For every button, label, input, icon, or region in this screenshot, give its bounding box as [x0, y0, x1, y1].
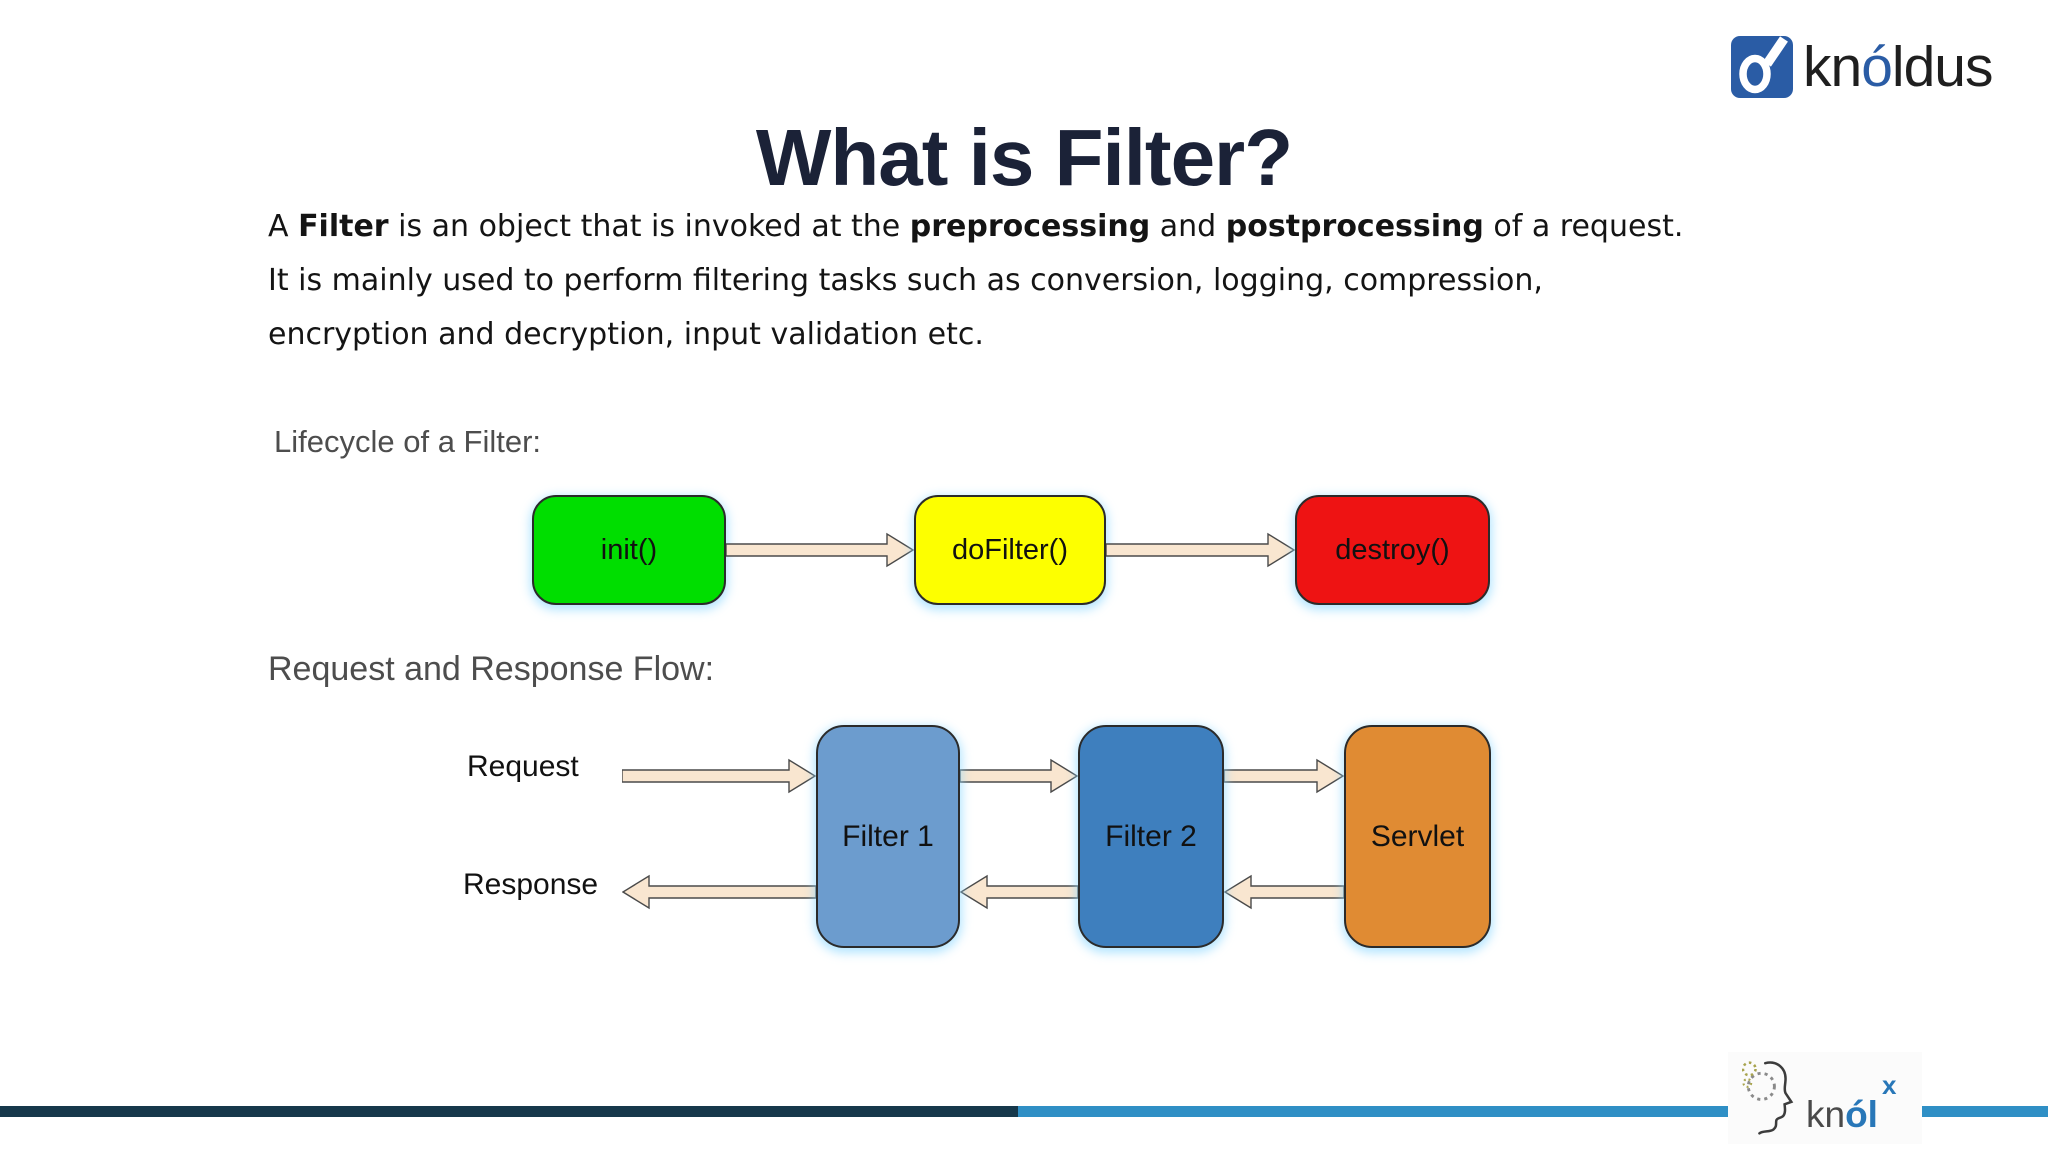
arrow-init-to-dofilter-icon [726, 532, 914, 568]
knoldus-wordmark: knóldus [1803, 35, 1994, 99]
destroy-box: destroy() [1295, 495, 1490, 605]
request-arrow-filter2-to-servlet-icon [1224, 758, 1344, 794]
flow-label: Request and Response Flow: [268, 650, 715, 688]
intro-text-line2: It is mainly used to perform filtering t… [268, 263, 1543, 298]
filter2-box-label: Filter 2 [1105, 819, 1197, 853]
filter1-box: Filter 1 [816, 725, 960, 948]
request-arrow-filter1-to-filter2-icon [960, 758, 1078, 794]
knolx-wordmark: knól [1806, 1096, 1878, 1133]
knolx-logo: knól x [1728, 1052, 1922, 1144]
filter2-box: Filter 2 [1078, 725, 1224, 948]
footer-bar-dark [0, 1106, 1018, 1117]
response-arrow-filter2-to-filter1-icon [960, 874, 1078, 910]
knoldus-logo-icon [1731, 36, 1793, 98]
lifecycle-label: Lifecycle of a Filter: [274, 424, 542, 459]
response-label: Response [463, 868, 599, 901]
dofilter-box-label: doFilter() [951, 533, 1068, 566]
knolx-head-icon [1742, 1061, 1794, 1135]
intro-text: and [1150, 209, 1226, 244]
knolx-wordmark-kn: kn [1806, 1094, 1846, 1135]
init-box-label: init() [600, 533, 658, 566]
servlet-box: Servlet [1344, 725, 1491, 948]
arrow-dofilter-to-destroy-icon [1106, 532, 1295, 568]
intro-text: A [268, 209, 299, 244]
knoldus-wordmark-kn: kn [1803, 35, 1862, 99]
intro-bold-postprocessing: postprocessing [1225, 209, 1484, 244]
knolx-wordmark-ol: ól [1845, 1094, 1878, 1135]
response-arrow-servlet-to-filter2-icon [1224, 874, 1344, 910]
intro-text: of a request. [1483, 209, 1684, 244]
footer-bar-blue [1018, 1106, 2048, 1117]
destroy-box-label: destroy() [1335, 533, 1450, 566]
response-arrow-filter1-out-icon [622, 874, 816, 910]
knolx-wordmark-x: x [1882, 1070, 1897, 1100]
request-label: Request [467, 750, 579, 783]
intro-paragraph: A Filter is an object that is invoked at… [268, 200, 1888, 362]
init-box: init() [532, 495, 726, 605]
filter1-box-label: Filter 1 [842, 819, 934, 853]
intro-text: is an object that is invoked at the [388, 209, 910, 244]
knoldus-logo: knóldus [1731, 35, 1994, 99]
page-title: What is Filter? [755, 112, 1293, 202]
knoldus-wordmark-ldus: ldus [1891, 35, 1994, 99]
request-arrow-to-filter1-icon [622, 758, 816, 794]
dofilter-box: doFilter() [914, 495, 1106, 605]
intro-bold-filter: Filter [298, 209, 389, 244]
intro-text-line3: encryption and decryption, input validat… [268, 317, 984, 352]
intro-bold-preprocessing: preprocessing [909, 209, 1151, 244]
knoldus-wordmark-o: ó [1861, 35, 1893, 99]
servlet-box-label: Servlet [1370, 819, 1465, 853]
